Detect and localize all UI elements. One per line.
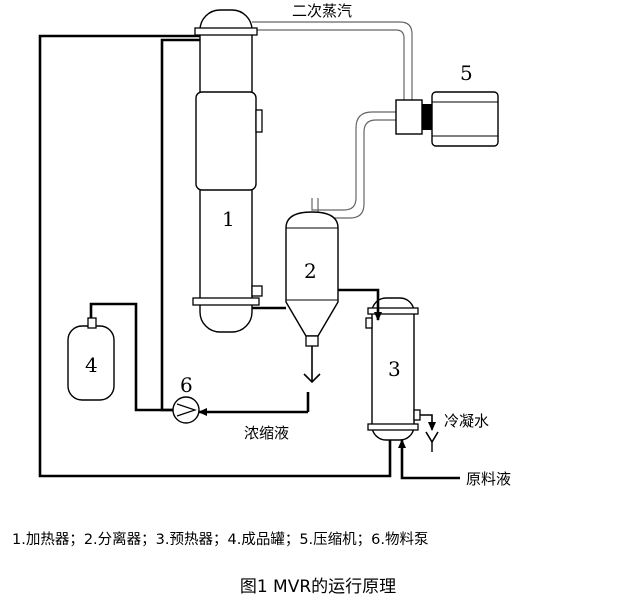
vapor-pipe-from-compressor: [311, 111, 398, 219]
preheater-unit: [365, 297, 421, 441]
compressor-unit: [395, 91, 499, 147]
separator-unit: [285, 211, 339, 384]
secondary-steam-label: 二次蒸汽: [292, 2, 352, 20]
liquid-pipes: [38, 34, 460, 480]
unit-legend: 1.加热器；2.分离器；3.预热器；4.成品罐；5.压缩机；6.物料泵: [12, 532, 429, 548]
pump-number: 6: [180, 373, 193, 397]
product-tank-number: 4: [85, 353, 98, 377]
mvr-process-diagram: 1 2 3 4 5 6 二次蒸汽 浓缩液 冷凝水 原料液: [38, 2, 511, 488]
feed-label: 原料液: [466, 470, 511, 488]
preheater-number: 3: [388, 357, 401, 381]
vapor-pipe-to-compressor: [252, 21, 413, 100]
cooling-water-label: 冷凝水: [444, 412, 489, 430]
separator-number: 2: [304, 259, 317, 283]
product-tank: [67, 317, 115, 401]
compressor-number: 5: [460, 61, 473, 85]
concentrate-label: 浓缩液: [244, 424, 289, 442]
figure-caption: 图1 MVR的运行原理: [239, 577, 397, 597]
heater-number: 1: [222, 207, 235, 231]
material-pump: [172, 396, 200, 424]
heater-unit: [192, 9, 263, 333]
